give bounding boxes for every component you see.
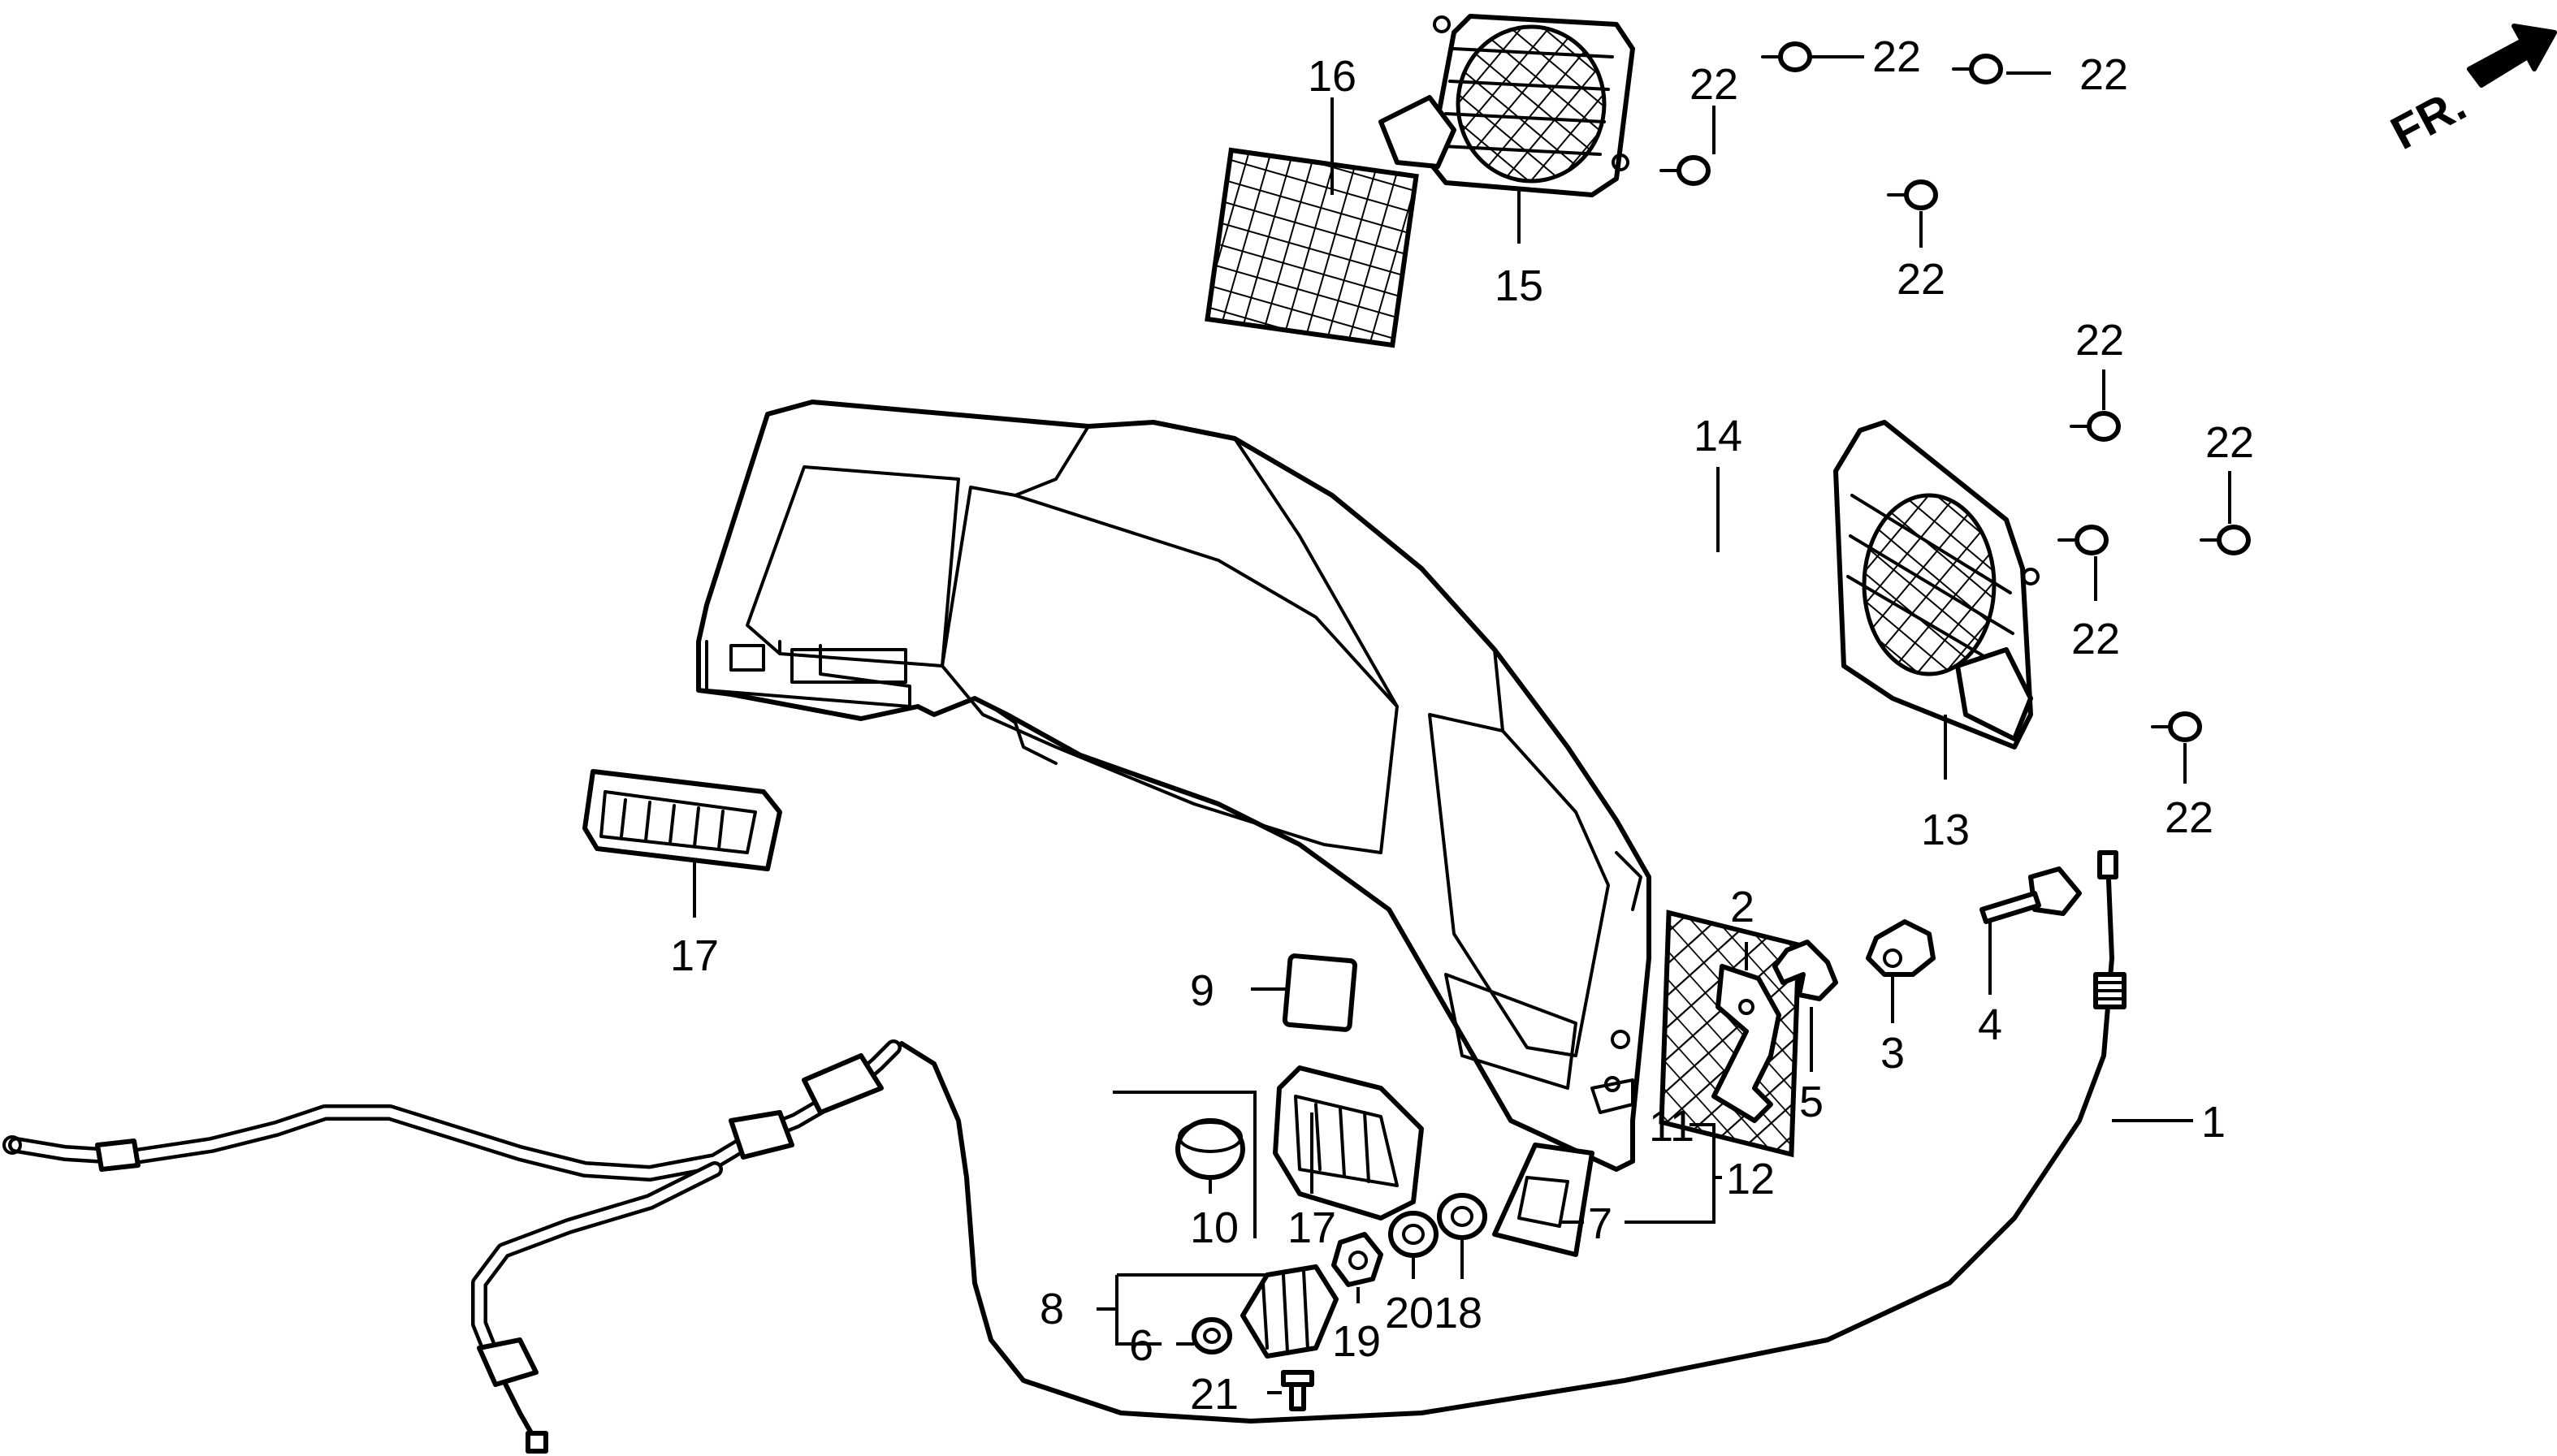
callout-18: 18 <box>1434 1289 1482 1337</box>
callout-22-c: 22 <box>2079 50 2128 99</box>
clip-22-7 <box>2057 525 2109 555</box>
callout-22-f: 22 <box>2205 418 2254 467</box>
callout-19: 19 <box>1332 1317 1381 1366</box>
speaker-grille-upper <box>1378 14 1635 197</box>
callout-6: 6 <box>1129 1321 1153 1370</box>
washer-6 <box>1192 1317 1232 1354</box>
leader-lines <box>693 55 2231 1394</box>
callout-16: 16 <box>1308 52 1356 101</box>
callout-8: 8 <box>1040 1285 1064 1333</box>
clip-22-3 <box>1952 54 2003 84</box>
clip-5 <box>1772 940 1838 1001</box>
callout-17-center: 17 <box>1287 1203 1336 1252</box>
clip-22-6 <box>2200 525 2251 555</box>
callout-2: 2 <box>1730 883 1754 931</box>
cable-1 <box>899 850 2127 1424</box>
callout-22-h: 22 <box>2165 793 2213 842</box>
bezel-plate-7 <box>1492 1143 1594 1257</box>
washer-18 <box>1437 1193 1487 1240</box>
callout-21: 21 <box>1190 1370 1239 1419</box>
callout-3: 3 <box>1880 1029 1905 1078</box>
switch-knob-10 <box>1175 1118 1245 1180</box>
clip-22-4 <box>1887 179 1938 210</box>
air-vent-center <box>1273 1065 1424 1221</box>
callout-4: 4 <box>1978 1000 2002 1049</box>
callout-5: 5 <box>1799 1078 1824 1126</box>
cover-pad-9 <box>1282 953 1358 1032</box>
clip-22-8 <box>2151 711 2202 742</box>
callout-9: 9 <box>1190 966 1214 1015</box>
speaker-grille-right <box>1833 420 2040 750</box>
callout-1: 1 <box>2201 1098 2226 1147</box>
callout-22-a: 22 <box>1690 60 1738 109</box>
callout-13: 13 <box>1921 806 1970 854</box>
callout-22-e: 22 <box>2075 316 2124 365</box>
screw-21 <box>1281 1370 1314 1411</box>
knob-assembly-8 <box>1240 1264 1339 1359</box>
front-direction-label: FR. <box>2382 78 2474 160</box>
clip-22-5 <box>2070 411 2121 442</box>
callout-12: 12 <box>1726 1155 1775 1203</box>
bracket-2 <box>1711 964 1781 1123</box>
speaker-mesh-upper-left <box>1205 147 1419 348</box>
speaker-mesh-right <box>1659 909 1802 1158</box>
shaft-4 <box>1979 866 2082 924</box>
cable-left <box>2 1039 902 1454</box>
callout-10: 10 <box>1190 1203 1239 1252</box>
clip-22-1 <box>1659 155 1711 186</box>
actuator-3 <box>1866 919 1936 977</box>
callout-17-left: 17 <box>670 931 719 980</box>
callout-labels: 16 15 22 22 22 22 22 22 22 22 14 13 17 9… <box>670 32 2254 1419</box>
front-arrow-icon <box>2467 24 2557 88</box>
callout-11: 11 <box>1649 1102 1694 1151</box>
callout-22-b: 22 <box>1872 32 1921 81</box>
air-vent-left <box>582 769 782 871</box>
callout-22-g: 22 <box>2071 615 2120 663</box>
callout-22-d: 22 <box>1897 255 1945 304</box>
callout-20: 20 <box>1385 1289 1434 1337</box>
washer-20 <box>1388 1211 1439 1258</box>
dashboard-panel <box>696 400 1651 1172</box>
callout-14: 14 <box>1694 412 1742 460</box>
callout-7: 7 <box>1588 1199 1612 1248</box>
nut-19 <box>1331 1232 1383 1287</box>
callout-15: 15 <box>1495 261 1543 310</box>
clip-22-2 <box>1761 41 1812 72</box>
front-direction-indicator: FR. <box>2382 24 2557 160</box>
